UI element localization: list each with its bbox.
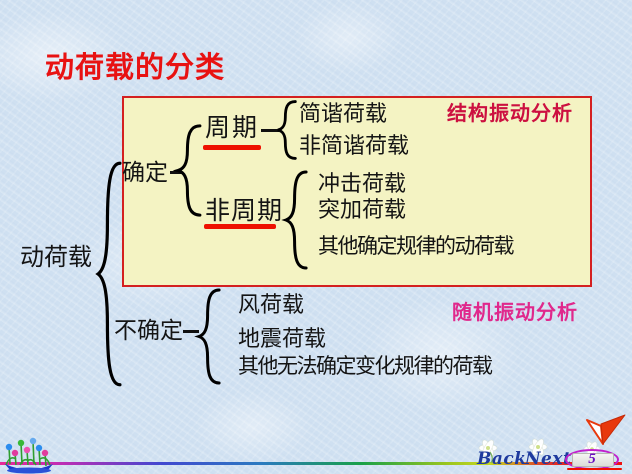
- label-periodic: 周期: [205, 115, 260, 142]
- page-number: 5: [588, 451, 596, 467]
- item-impact-load: 冲击荷载: [318, 171, 407, 196]
- page-number-badge[interactable]: 5: [565, 449, 619, 470]
- periodic-brace: [276, 100, 297, 160]
- label-aperiodic: 非周期: [205, 198, 284, 225]
- periodic-connector: [261, 129, 279, 132]
- aperiodic-brace: [284, 170, 308, 270]
- item-wind-load: 风荷载: [238, 292, 305, 317]
- item-earthquake-load: 地震荷载: [238, 326, 327, 351]
- page-underline: [567, 467, 622, 470]
- classification-box: [122, 96, 592, 287]
- lily-flower-icon: [528, 438, 548, 456]
- root-brace: [97, 161, 122, 387]
- flower-pot-icon: [5, 437, 53, 474]
- aperiodic-underline: [204, 224, 276, 229]
- item-nonharmonic-load: 非简谐荷载: [299, 133, 410, 158]
- uncertain-connector: [183, 330, 199, 333]
- structural-vibration-analysis-label: 结构振动分析: [447, 103, 573, 125]
- page-title: 动荷载的分类: [45, 52, 226, 84]
- periodic-underline: [203, 145, 261, 150]
- tree-root-label: 动荷载: [20, 245, 92, 271]
- deterministic-connector: [170, 171, 182, 174]
- item-other-random-load: 其他无法确定变化规律的荷载: [238, 354, 493, 378]
- label-uncertain: 不确定: [114, 318, 183, 343]
- item-other-deterministic-load: 其他确定规律的动荷载: [318, 234, 515, 258]
- random-vibration-analysis-label: 随机振动分析: [452, 302, 578, 324]
- book-icon: [572, 453, 614, 467]
- red-arrow-icon: [586, 414, 626, 445]
- next-button[interactable]: Next: [525, 449, 572, 469]
- lily-flower-icon: [478, 439, 498, 464]
- rainbow-divider: [0, 462, 622, 465]
- label-deterministic: 确定: [122, 160, 168, 185]
- deterministic-brace: [176, 124, 202, 217]
- item-sudden-load: 突加荷载: [318, 197, 407, 222]
- item-harmonic-load: 简谐荷载: [299, 101, 388, 126]
- uncertain-brace: [197, 288, 221, 385]
- back-button[interactable]: Back: [477, 449, 527, 469]
